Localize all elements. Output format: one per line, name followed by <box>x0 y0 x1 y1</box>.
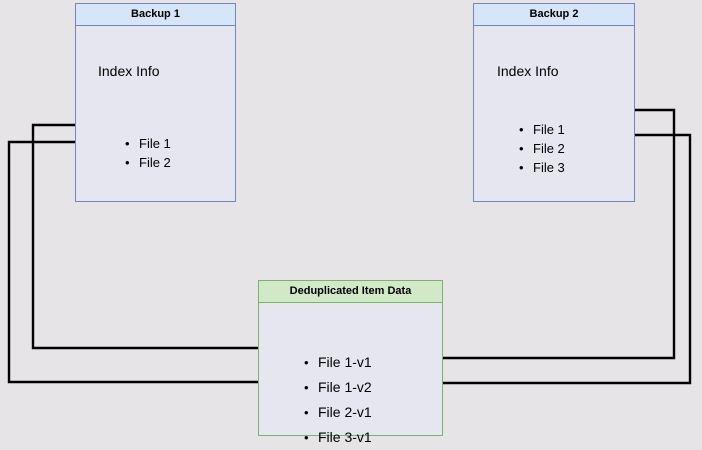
deduplicated-item-data-body: File 1-v1 File 1-v2 File 2-v1 File 3-v1 <box>259 303 442 450</box>
backup-2-file-list: File 1 File 2 File 3 <box>519 120 565 177</box>
list-item[interactable]: File 1 <box>125 134 171 153</box>
list-item[interactable]: File 3-v1 <box>304 425 372 450</box>
list-item[interactable]: File 2 <box>125 153 171 172</box>
backup-1-file-list: File 1 File 2 <box>125 134 171 172</box>
backup-2-body: Index Info File 1 File 2 File 3 <box>474 26 634 201</box>
list-item[interactable]: File 2-v1 <box>304 400 372 425</box>
backup-2-box[interactable]: Backup 2 Index Info File 1 File 2 File 3 <box>473 3 635 202</box>
backup-1-index-label: Index Info <box>98 63 160 79</box>
list-item[interactable]: File 1 <box>519 120 565 139</box>
backup-1-box[interactable]: Backup 1 Index Info File 1 File 2 <box>75 3 236 202</box>
list-item[interactable]: File 1-v1 <box>304 350 372 375</box>
list-item[interactable]: File 3 <box>519 158 565 177</box>
backup-2-index-label: Index Info <box>497 63 559 79</box>
backup-1-body: Index Info File 1 File 2 <box>76 26 235 201</box>
deduplicated-item-data-title: Deduplicated Item Data <box>259 281 442 303</box>
backup-1-title: Backup 1 <box>76 4 235 26</box>
deduplicated-item-data-box[interactable]: Deduplicated Item Data File 1-v1 File 1-… <box>258 280 443 450</box>
dedup-item-list: File 1-v1 File 1-v2 File 2-v1 File 3-v1 <box>304 350 372 450</box>
backup-2-title: Backup 2 <box>474 4 634 26</box>
list-item[interactable]: File 2 <box>519 139 565 158</box>
list-item[interactable]: File 1-v2 <box>304 375 372 400</box>
